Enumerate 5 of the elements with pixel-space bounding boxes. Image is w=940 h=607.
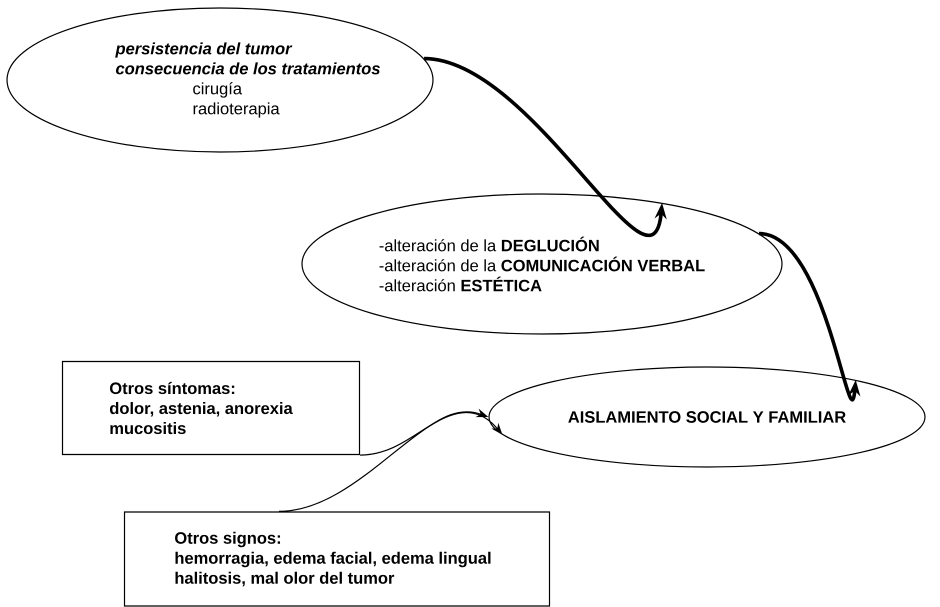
oval-node: -alteración de la DEGLUCIÓN -alteración de la COMUNICACIÓN VERBAL -alteración ESTÉTICA [301,193,783,335]
text-box: Otros síntomas: dolor, astenia, anorexia mucositis [62,360,360,456]
oval-node: persistencia del tumor consecuencia de los tratamientos cirugía radioterapia [6,7,434,153]
oval-node: AISLAMIENTO SOCIAL Y FAMILIAR [488,366,926,468]
text-box: Otros signos: hemorragia, edema facial, edema lingual halitosis, mal olor del tumor [124,511,550,607]
